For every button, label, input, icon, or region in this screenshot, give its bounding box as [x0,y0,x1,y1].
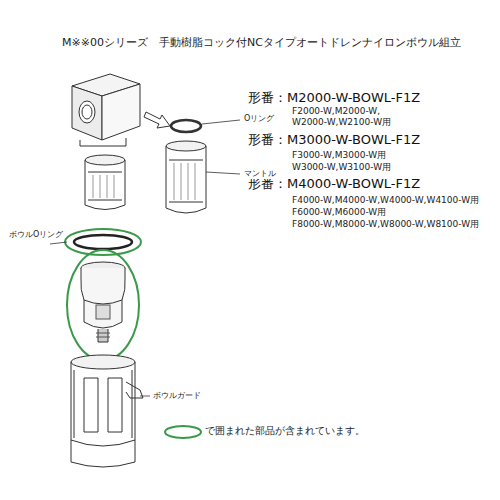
regulator-body [72,74,140,146]
bowl-guard [71,355,150,467]
part-number: 形番：M2000-W-BOWL-F1Z [248,90,420,106]
model-list: F4000-W,M4000-W,W4000-W,W4100-W用 [292,195,479,206]
o-ring [171,120,240,132]
move-arrow [144,112,170,128]
bowl [67,250,139,360]
part-name: ボウルOリング [8,230,64,240]
right-mantle [166,141,240,213]
part-number: 形番：M3000-W-BOWL-F1Z [248,132,420,148]
part-name: Oリング [243,114,275,124]
part-name: マントル [243,169,277,179]
legend-text: で囲まれた部品が含まれています。 [205,425,365,436]
model-list: F6000-W,M6000-W用 [292,207,386,218]
diagram-title: M※※00シリーズ 手動樹脂コック付NCタイプオートドレンナイロンボウル組立 [62,36,461,49]
left-mantle [85,155,125,210]
model-list: F8000-W,M8000-W,W8000-W,W8100-W用 [292,219,479,230]
model-list: W3000-W,W3100-W用 [292,162,391,173]
part-name: ボウルガード [152,391,202,401]
legend-sample [165,426,201,438]
model-list: F2000-W,M2000-W, W2000-W,W2100-W用 [292,106,414,128]
model-list: F3000-W,M3000-W用 [292,150,386,161]
